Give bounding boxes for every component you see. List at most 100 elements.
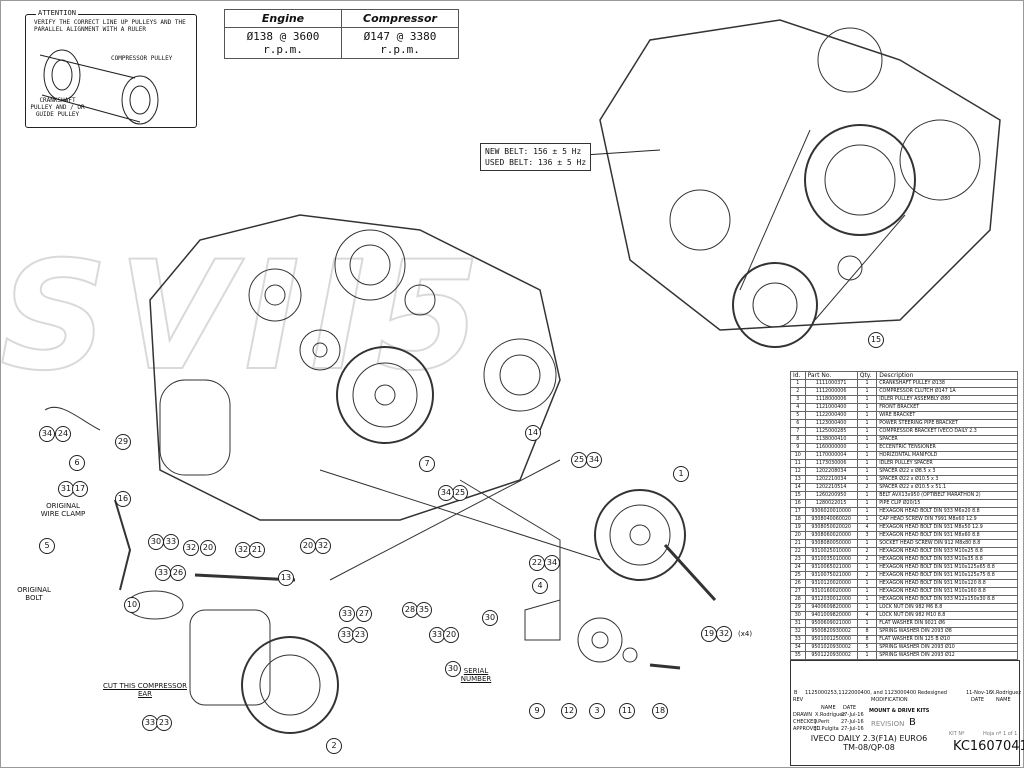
exploded-parts — [44, 406, 717, 734]
quantity-x4-note: (x4) — [738, 630, 753, 638]
table-cell: 1 — [856, 603, 878, 612]
table-cell: 1 — [856, 395, 878, 404]
table-cell: 34 — [790, 643, 806, 652]
callout-19: 19 — [701, 626, 717, 642]
table-cell: 9501020930002 — [804, 643, 858, 652]
table-cell: 9310160020000 — [804, 587, 858, 596]
engine-speed: Ø138 @ 3600 r.p.m. — [224, 27, 342, 59]
callout-6: 6 — [69, 455, 85, 471]
callout-30: 30 — [445, 661, 461, 677]
table-cell: 1 — [856, 435, 878, 444]
table-cell: 1 — [856, 579, 878, 588]
modification-name: X.Rodríguez — [991, 690, 1021, 696]
table-cell: 2 — [856, 547, 878, 556]
sheet-number: Hoja nº 1 of 1 — [983, 731, 1018, 737]
table-cell: 26 — [790, 579, 806, 588]
table-cell: 1 — [856, 475, 878, 484]
approved-label: APPROVED — [793, 726, 821, 732]
engine-illustration — [149, 214, 561, 521]
table-cell: 32 — [790, 627, 806, 636]
callout-11: 11 — [619, 703, 635, 719]
engine-top-right-illustration — [599, 19, 1001, 348]
callout-35: 35 — [416, 602, 432, 618]
approved-name: JC.Pulgita — [815, 726, 839, 732]
table-cell: POWER STEERING PIPE BRACKET — [876, 419, 1018, 428]
table-cell: 23 — [790, 555, 806, 564]
table-cell: 5 — [856, 643, 878, 652]
table-cell: SPACER Ø22 x Ø10.5 x 3 — [876, 475, 1018, 484]
table-cell: 13 — [790, 475, 806, 484]
table-cell: SPACER — [876, 435, 1018, 444]
col-qty: Qty. — [856, 371, 878, 380]
table-cell: 1173030006 — [804, 459, 858, 468]
table-cell: 9501220930002 — [804, 651, 858, 660]
callout-17: 17 — [72, 481, 88, 497]
table-cell: 1 — [856, 459, 878, 468]
table-cell: 1160000000 — [804, 443, 858, 452]
rev-header: REV — [793, 697, 804, 703]
table-cell: 4 — [856, 523, 878, 532]
table-cell: 1 — [856, 403, 878, 412]
table-cell: 8 — [856, 627, 878, 636]
drawn-date: 27-Jul-16 — [841, 712, 864, 718]
table-cell: 4 — [856, 611, 878, 620]
table-cell: 25 — [790, 571, 806, 580]
table-cell: 9400609820000 — [804, 603, 858, 612]
callout-33: 33 — [142, 715, 158, 731]
table-cell: 1170000004 — [804, 451, 858, 460]
table-cell: 9310025010000 — [804, 547, 858, 556]
table-cell: 7 — [790, 427, 806, 436]
table-cell: 9401009820000 — [804, 611, 858, 620]
table-cell: 14 — [790, 483, 806, 492]
table-cell: 9500609021000 — [804, 619, 858, 628]
table-cell: 1 — [856, 499, 878, 508]
table-cell: 31 — [790, 619, 806, 628]
table-cell: 8 — [790, 435, 806, 444]
table-cell: 30 — [790, 611, 806, 620]
table-cell: 10 — [790, 451, 806, 460]
callout-1: 1 — [673, 466, 689, 482]
engine-header: Engine — [224, 9, 342, 28]
table-cell: 16 — [790, 499, 806, 508]
table-cell: 1 — [856, 411, 878, 420]
table-cell: 1202210514 — [804, 483, 858, 492]
table-cell: 15 — [790, 491, 806, 500]
table-cell: 20 — [790, 531, 806, 540]
table-cell: 6 — [790, 419, 806, 428]
table-cell: 9 — [790, 443, 806, 452]
callout-24: 24 — [55, 426, 71, 442]
date-col: DATE — [843, 705, 857, 711]
callout-3: 3 — [589, 703, 605, 719]
attention-box: ATTENTION VERIFY THE CORRECT LINE UP PUL… — [25, 9, 197, 128]
table-cell: 12 — [790, 467, 806, 476]
table-cell: 4 — [790, 403, 806, 412]
callout-23: 23 — [352, 627, 368, 643]
callout-32: 32 — [183, 540, 199, 556]
table-cell: 1 — [856, 451, 878, 460]
table-cell: COMPRESSOR CLUTCH Ø147 1A — [876, 387, 1018, 396]
table-cell: HORIZONTAL MANIFOLD — [876, 451, 1018, 460]
belt-leader-line — [583, 149, 661, 156]
callout-20: 20 — [200, 540, 216, 556]
table-cell: BELT AVX13x950 (OPTIBELT MARATHON 2) — [876, 491, 1018, 500]
table-cell: HEXAGON HEAD BOLT DIN 931 M8x50 12.9 — [876, 523, 1018, 532]
table-cell: 9308050020020 — [804, 523, 858, 532]
callout-10: 10 — [124, 597, 140, 613]
table-cell: HEXAGON HEAD BOLT DIN 931 M10x160 8.8 — [876, 587, 1018, 596]
table-cell: HEXAGON HEAD BOLT DIN 931 M10x125x75 8.8 — [876, 571, 1018, 580]
kit-label: KIT Nº — [949, 731, 965, 737]
table-cell: 1 — [856, 507, 878, 516]
table-cell: 29 — [790, 603, 806, 612]
